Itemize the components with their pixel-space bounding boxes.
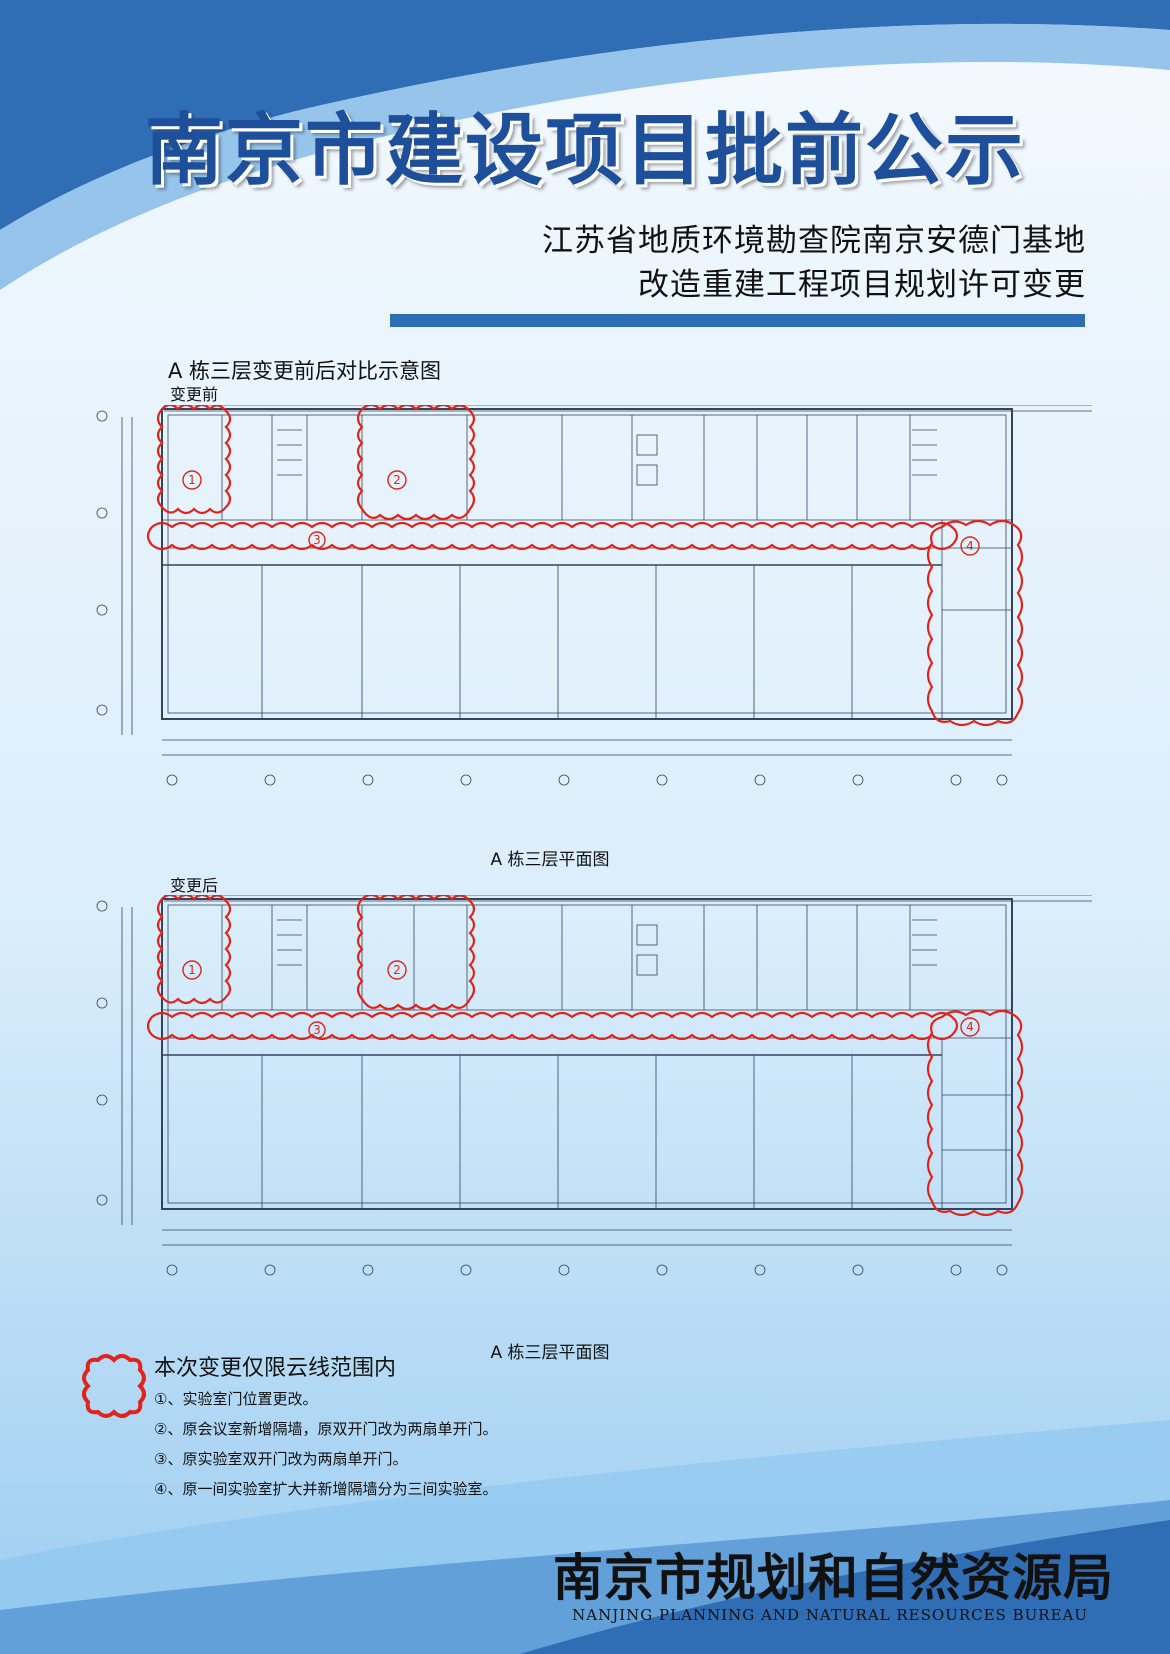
marker-3: 3 (313, 1023, 321, 1037)
notes-heading: 本次变更仅限云线范围内 (154, 1356, 397, 1381)
figure-title: A 栋三层变更前后对比示意图 (168, 359, 442, 383)
marker-4: 4 (966, 539, 974, 553)
marker-3: 3 (313, 533, 321, 547)
plan-caption-after: A 栋三层平面图 (490, 1343, 610, 1363)
project-name-line-1: 江苏省地质环境勘查院南京安德门基地 (542, 223, 1086, 259)
after-label: 变更后 (170, 876, 219, 895)
marker-2: 2 (393, 473, 401, 487)
project-name-line-2: 改造重建工程项目规划许可变更 (638, 267, 1086, 303)
title-divider (390, 314, 1085, 327)
note-item-2: ②、原会议室新增隔墙，原双开门改为两扇单开门。 (154, 1420, 498, 1438)
marker-1: 1 (188, 473, 196, 487)
note-item-3: ③、原实验室双开门改为两扇单开门。 (154, 1450, 408, 1468)
bureau-name-cn: 南京市规划和自然资源局 (553, 1548, 1114, 1607)
note-item-1: ①、实验室门位置更改。 (154, 1390, 318, 1408)
page-title: 南京市建设项目批前公示 (144, 105, 1025, 196)
bureau-name-en: NANJING PLANNING AND NATURAL RESOURCES B… (572, 1606, 1088, 1624)
floor-plan-before: 1 2 3 4 (96, 405, 1092, 786)
marker-2: 2 (393, 963, 401, 977)
plan-caption-before: A 栋三层平面图 (490, 850, 610, 870)
before-label: 变更前 (170, 385, 219, 404)
floor-plan-after: 1 2 3 4 (96, 895, 1092, 1276)
change-notes: 本次变更仅限云线范围内 ①、实验室门位置更改。 ②、原会议室新增隔墙，原双开门改… (150, 1350, 497, 1508)
note-item-4: ④、原一间实验室扩大并新增隔墙分为三间实验室。 (154, 1480, 498, 1498)
marker-1: 1 (188, 963, 196, 977)
marker-4: 4 (966, 1020, 974, 1034)
revision-cloud-icon (82, 1354, 146, 1418)
